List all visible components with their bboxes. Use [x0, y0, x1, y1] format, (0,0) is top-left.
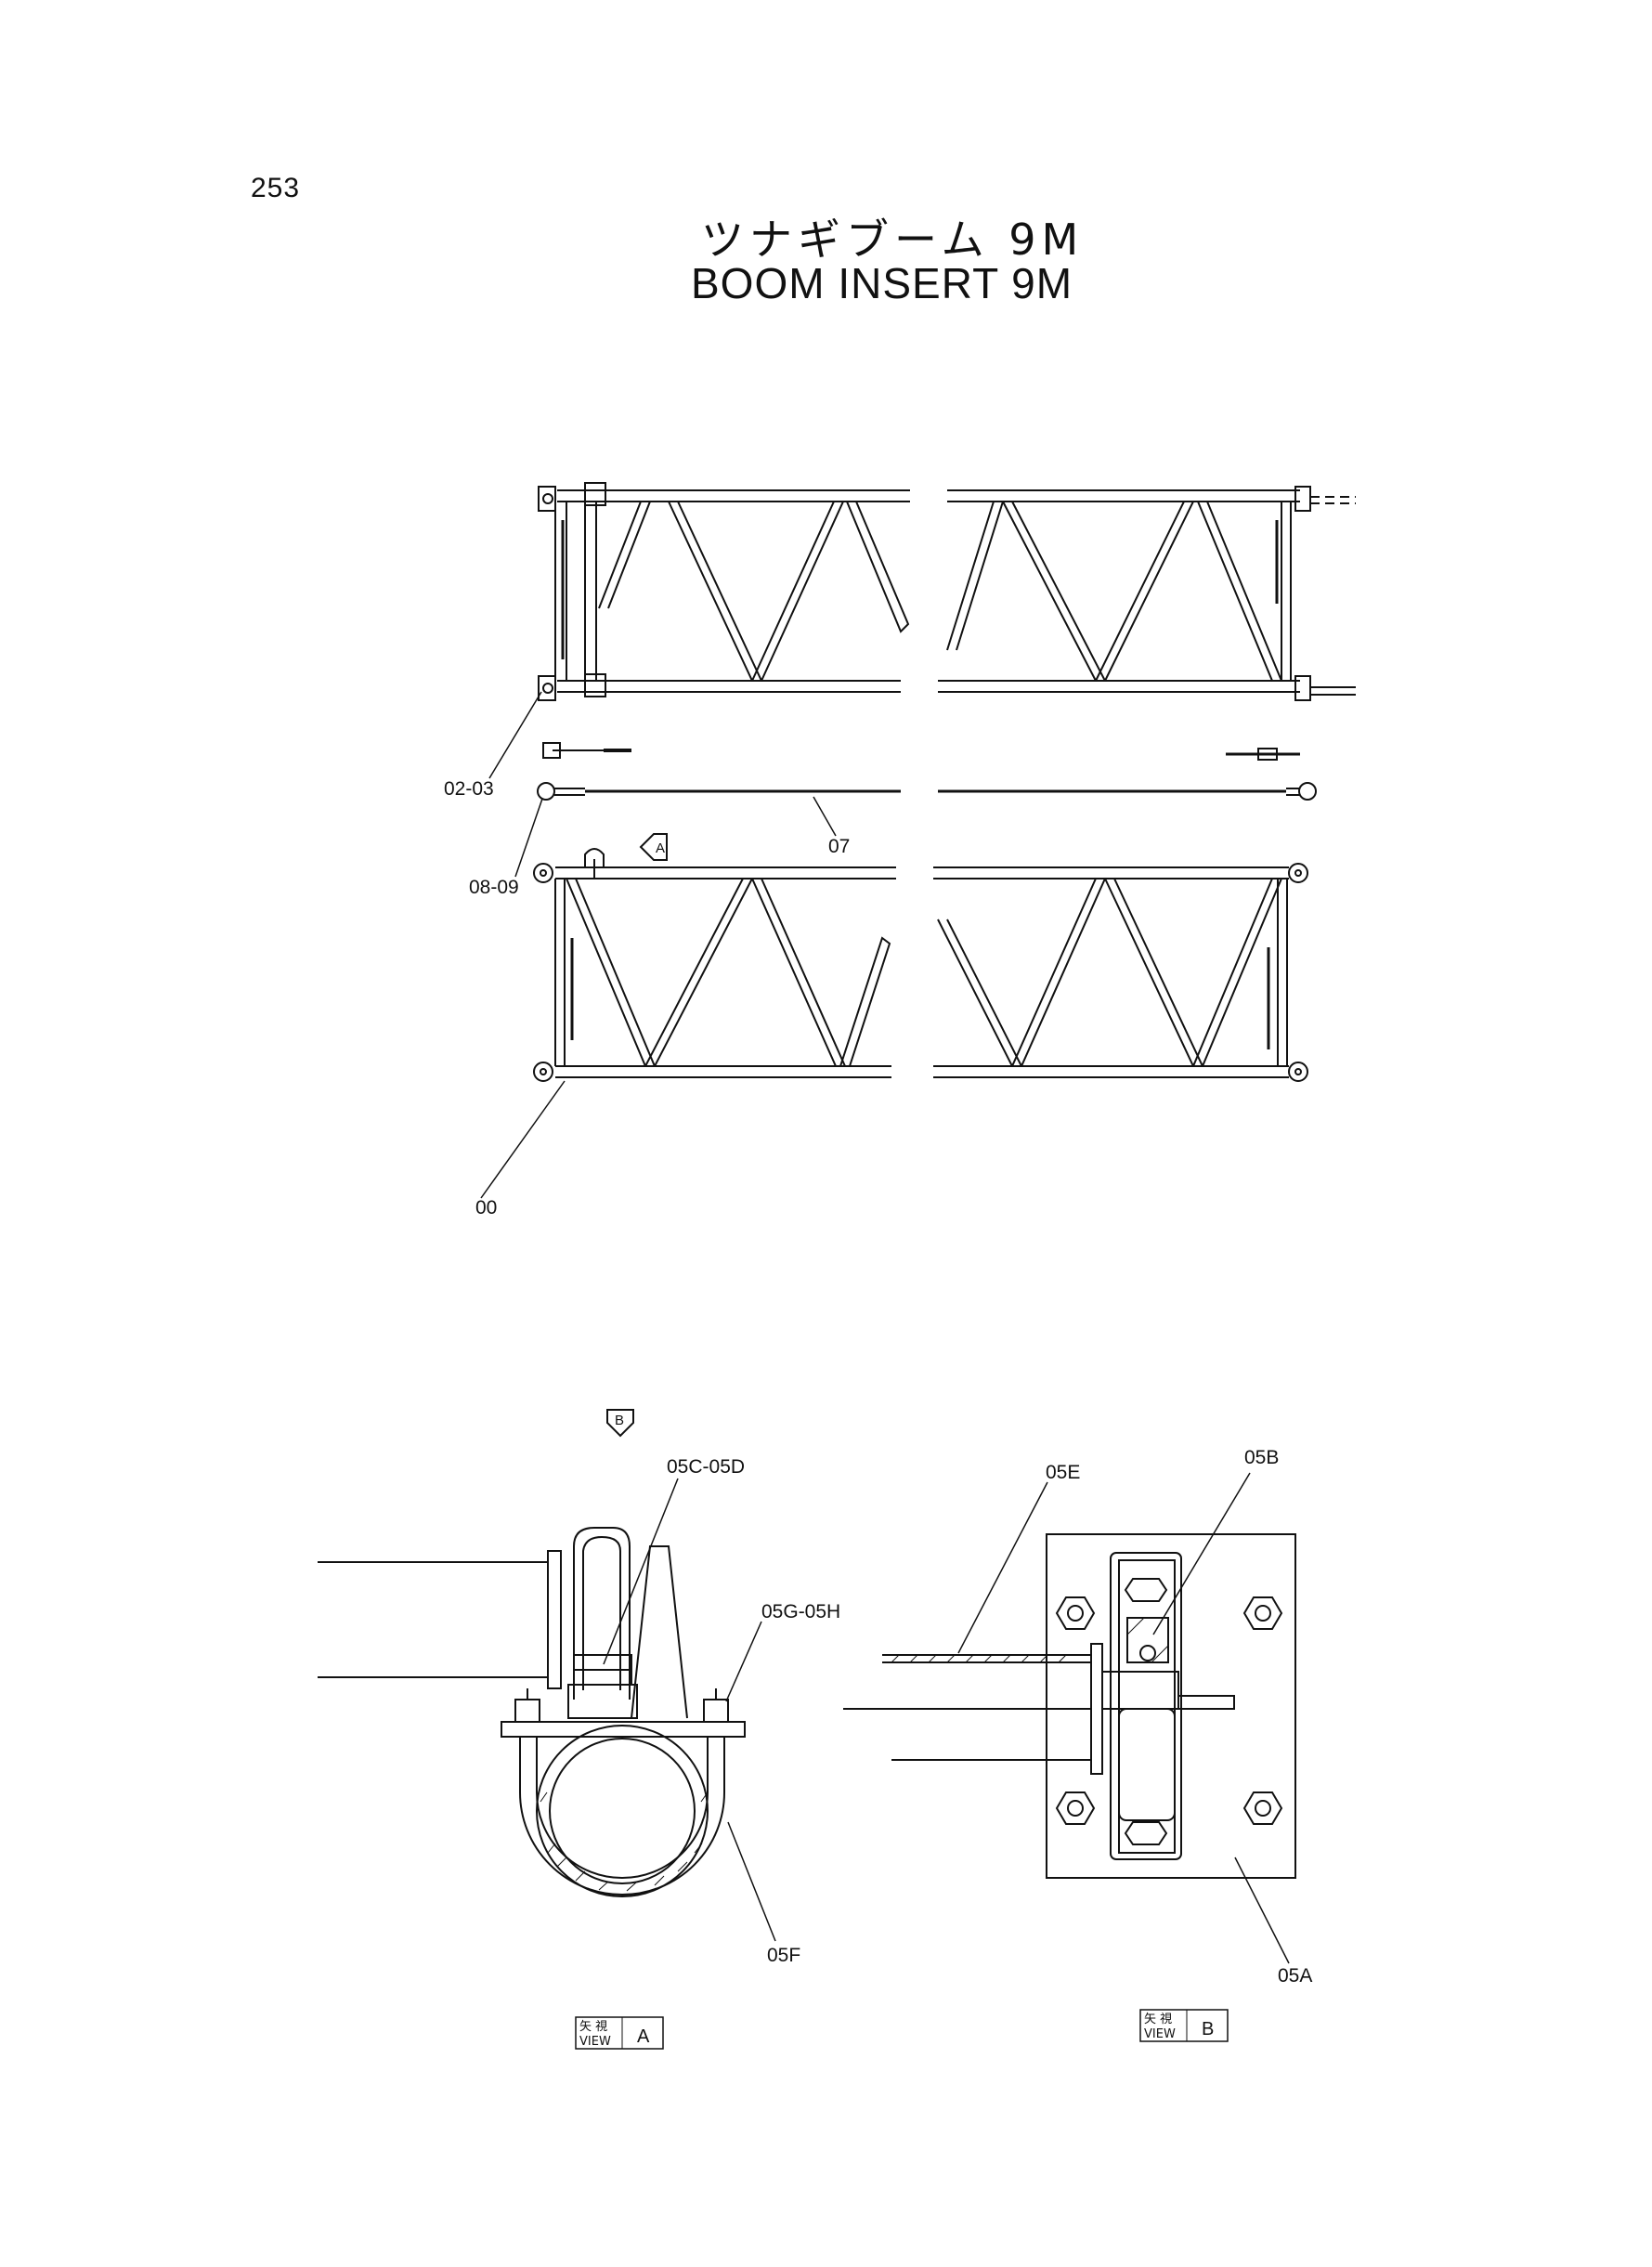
callout-05e: 05E [1046, 1462, 1080, 1483]
callout-05g-05h: 05G-05H [761, 1601, 840, 1622]
svg-text:VIEW: VIEW [579, 2035, 611, 2049]
pendant-link [537, 742, 1317, 801]
boom-lower-view [533, 848, 1308, 1082]
svg-text:矢 視: 矢 視 [579, 2020, 607, 2034]
title-english: BOOM INSERT 9M [691, 259, 1073, 307]
view-a-section: B [318, 1409, 746, 1897]
boom-upper-view [538, 482, 1356, 701]
page-number: 253 [251, 173, 301, 203]
view-a-label: 矢 視 VIEW A [575, 2016, 664, 2050]
callout-00: 00 [475, 1197, 497, 1218]
view-b-label: 矢 視 VIEW B [1139, 2009, 1229, 2042]
callout-leaders-view-a [603, 1478, 776, 1942]
callout-02-03: 02-03 [444, 778, 494, 800]
svg-text:矢 視: 矢 視 [1144, 2013, 1172, 2026]
pipe-hatching [540, 1791, 709, 1892]
callout-05f: 05F [767, 1945, 800, 1966]
callout-05a: 05A [1278, 1965, 1312, 1987]
callout-08-09: 08-09 [469, 877, 519, 898]
callout-leaders-view-b [957, 1472, 1290, 1964]
view-b-section [843, 1533, 1296, 1879]
view-b-arrow: B [606, 1409, 634, 1438]
svg-text:B: B [615, 1413, 624, 1428]
svg-text:A: A [656, 840, 665, 856]
svg-text:A: A [637, 2026, 650, 2047]
svg-text:B: B [1202, 2019, 1214, 2039]
callout-05c-05d: 05C-05D [667, 1456, 745, 1478]
title-japanese: ツナギブーム 9M [701, 215, 1085, 265]
callout-leaders-upper [480, 691, 837, 1199]
plate-bolts [1055, 1596, 1283, 1825]
callout-07: 07 [828, 836, 850, 857]
svg-text:VIEW: VIEW [1144, 2027, 1176, 2041]
view-a-arrow: A [639, 833, 668, 861]
callout-05b: 05B [1244, 1447, 1279, 1468]
